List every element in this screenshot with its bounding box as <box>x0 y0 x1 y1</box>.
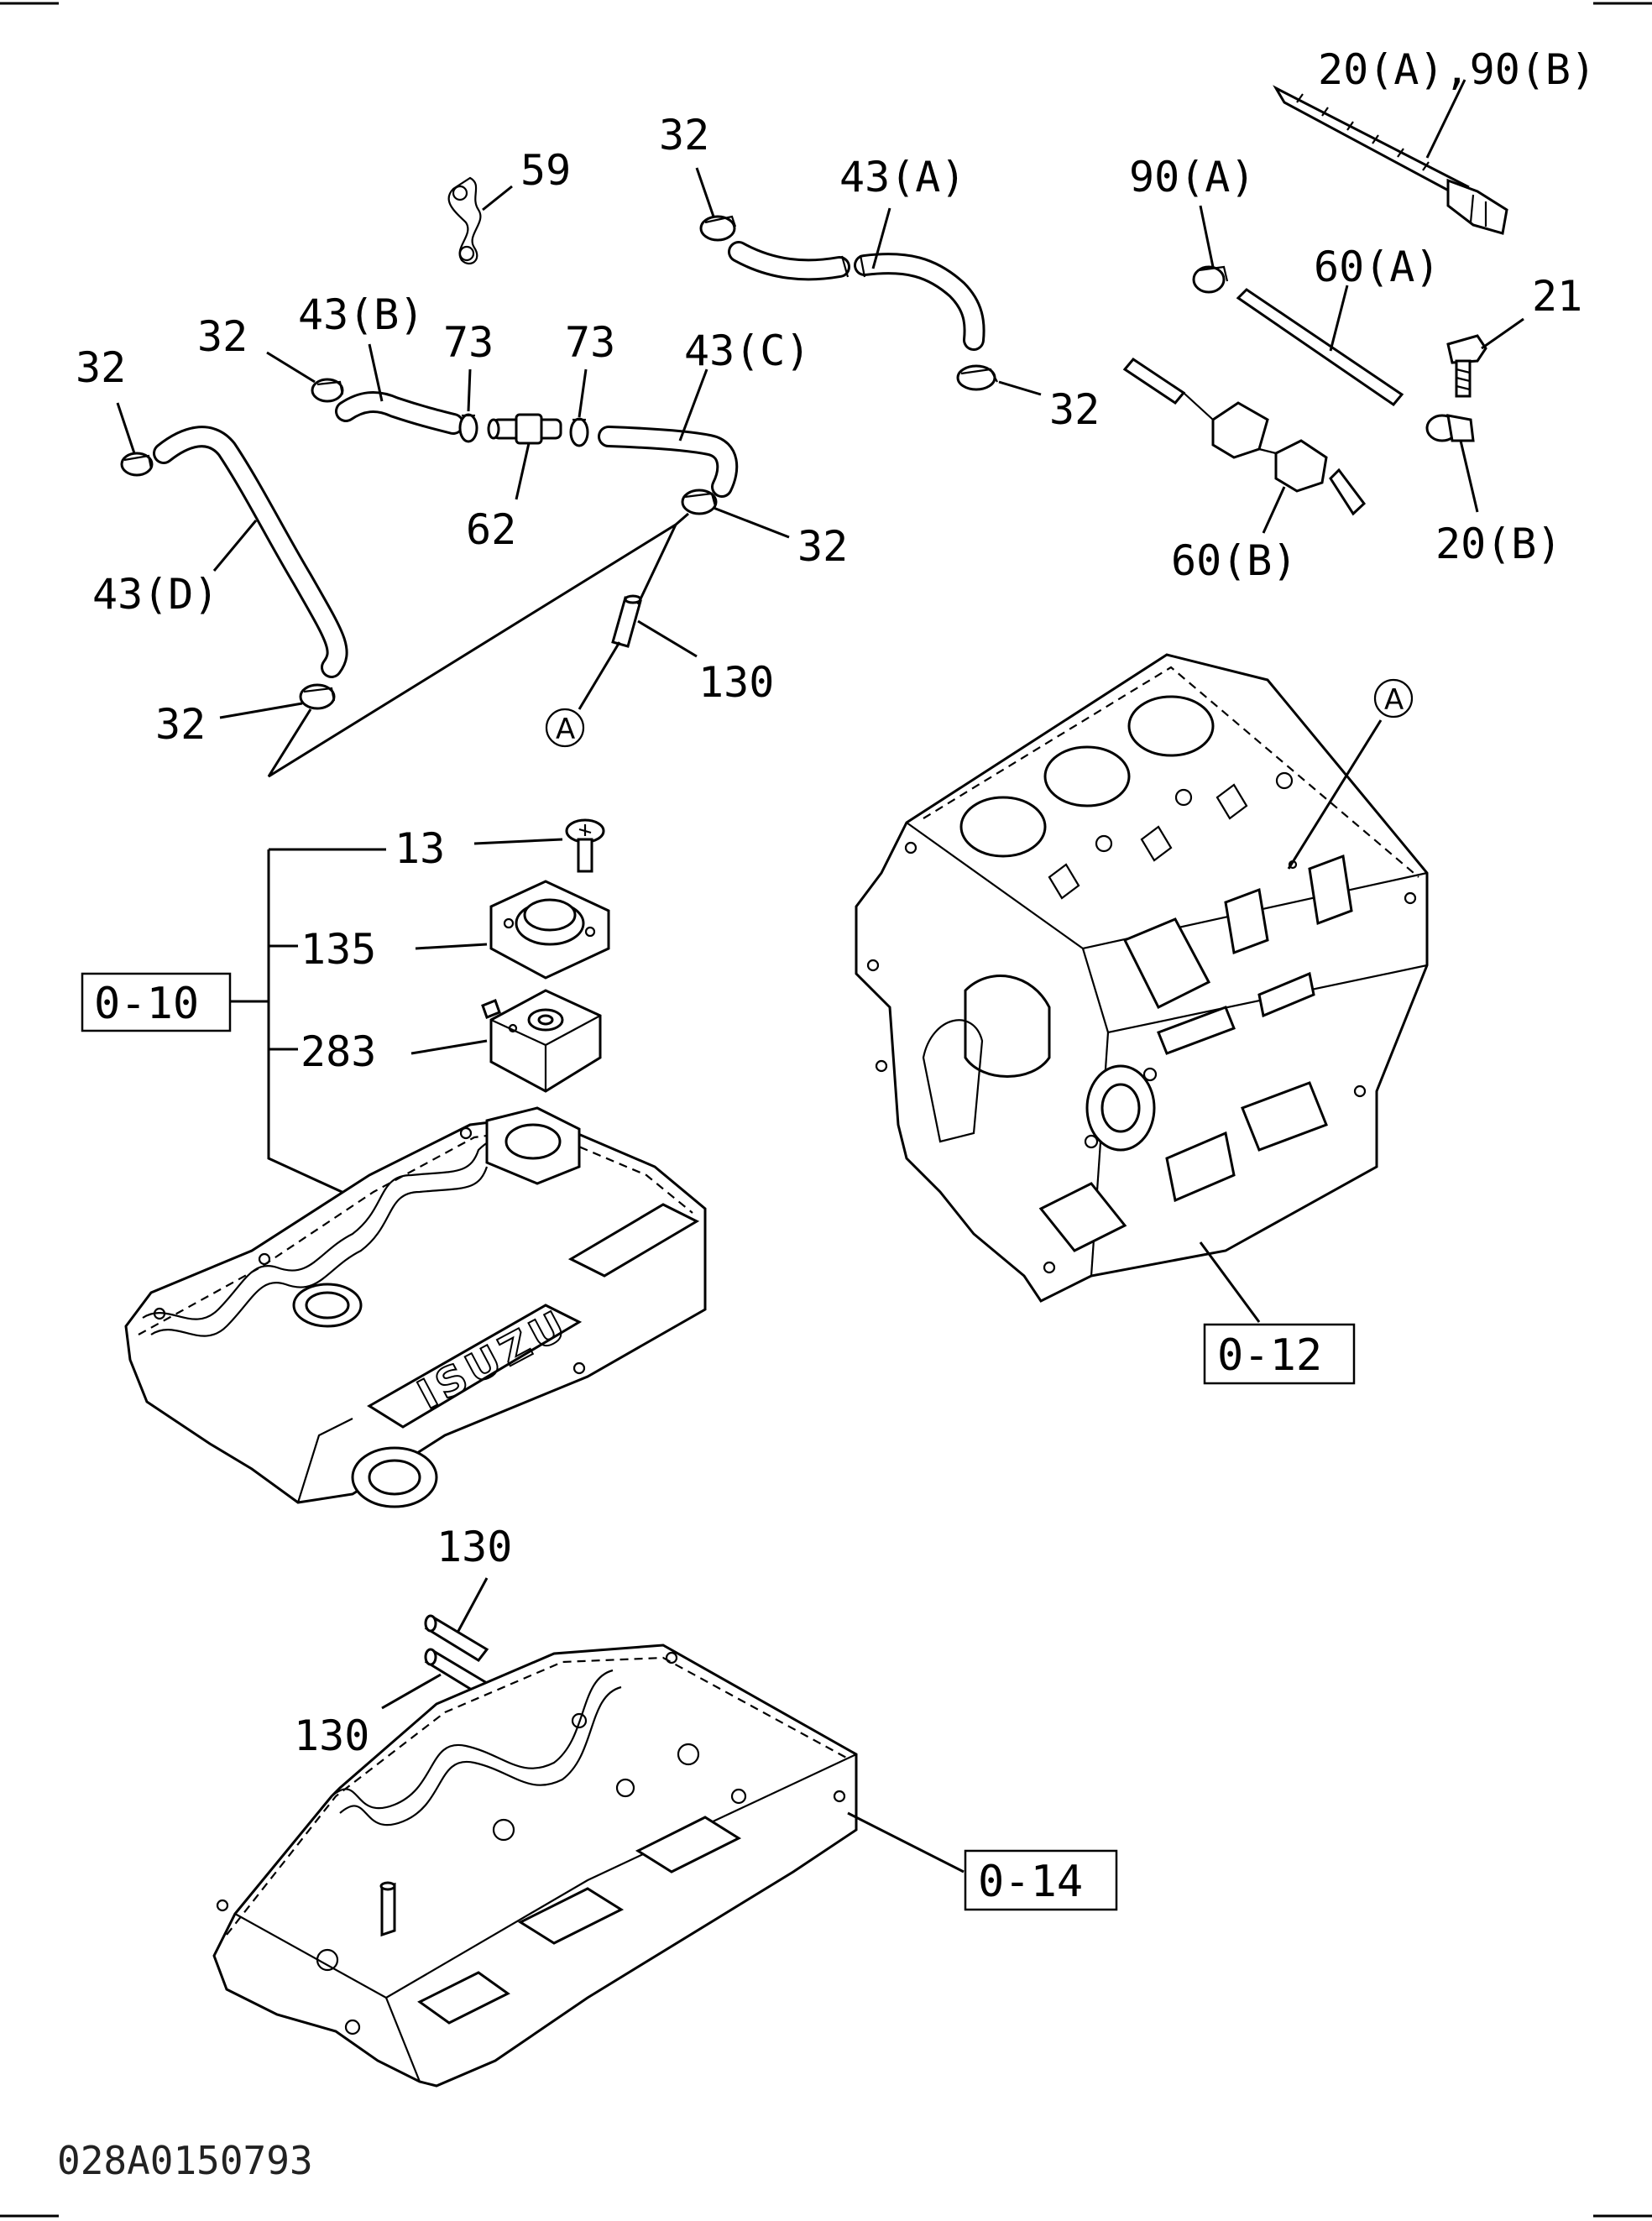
label-130-top: 130 <box>698 658 774 707</box>
cylinder-block-part[interactable] <box>855 653 1429 1303</box>
clip-20b-part[interactable] <box>1425 414 1475 442</box>
circle-a-right: A <box>1384 683 1404 717</box>
label-20b: 20(B) <box>1435 520 1562 568</box>
label-73a: 73 <box>443 318 494 367</box>
lower-head-part[interactable] <box>212 1644 858 2088</box>
bolt-21-part[interactable] <box>1446 334 1487 398</box>
clamp-32-left-part[interactable] <box>120 452 154 477</box>
clamp-73b-part[interactable] <box>569 417 589 447</box>
label-43d: 43(D) <box>92 570 219 619</box>
label-43a: 43(A) <box>839 153 966 201</box>
bracket-0-10 <box>231 848 386 1206</box>
label-135: 135 <box>301 925 376 974</box>
hose-43a-part[interactable] <box>728 241 985 351</box>
label-32-mid: 32 <box>797 522 848 571</box>
block-283-part[interactable] <box>481 989 602 1093</box>
clamp-73a-part[interactable] <box>458 413 478 443</box>
label-130-low-a: 130 <box>437 1523 512 1571</box>
hose-43c-part[interactable] <box>598 426 739 498</box>
hose-43b-part[interactable] <box>335 391 464 435</box>
ref-0-12: 0-12 <box>1217 1330 1322 1381</box>
ref-0-14-box[interactable]: 0-14 <box>964 1849 1118 1911</box>
cable-tie-part[interactable] <box>1273 85 1508 235</box>
ref-0-10-box[interactable]: 0-10 <box>81 972 232 1032</box>
label-32-left2: 32 <box>197 312 248 361</box>
clamp-32-left2-part[interactable] <box>311 378 344 403</box>
ref-0-14: 0-14 <box>978 1857 1083 1907</box>
label-32-top: 32 <box>659 111 709 159</box>
label-32-left: 32 <box>76 343 126 392</box>
head-cover-part[interactable]: ISUZU <box>124 1106 707 1508</box>
clamp-32-bottom-part[interactable] <box>299 683 336 710</box>
label-60a: 60(A) <box>1314 243 1440 291</box>
connector-62-part[interactable] <box>487 413 562 445</box>
dowel-130-top-part[interactable] <box>611 594 642 648</box>
rod-60b-part[interactable] <box>1122 358 1367 516</box>
label-60b: 60(B) <box>1171 536 1298 585</box>
circle-a-left: A <box>556 713 575 746</box>
clamp-90a-part[interactable] <box>1192 265 1229 294</box>
label-43c: 43(C) <box>684 327 811 375</box>
clip-59-part[interactable] <box>447 176 482 265</box>
label-32-right-a: 32 <box>1049 385 1100 434</box>
ref-0-12-box[interactable]: 0-12 <box>1203 1323 1356 1385</box>
label-21: 21 <box>1532 272 1582 321</box>
dowel-130-a-part[interactable] <box>424 1614 489 1662</box>
screw-13-part[interactable] <box>565 818 605 873</box>
rod-60a-part[interactable] <box>1236 288 1404 407</box>
ref-0-10: 0-10 <box>94 979 199 1029</box>
label-62: 62 <box>466 505 516 554</box>
cover-135-part[interactable] <box>489 880 610 980</box>
clamp-32-mid-part[interactable] <box>681 489 718 515</box>
label-59: 59 <box>520 146 571 195</box>
clamp-32-right-part[interactable] <box>956 364 998 391</box>
drawing-code: 028A0150793 <box>57 2138 313 2183</box>
label-43b: 43(B) <box>298 290 425 339</box>
label-73b: 73 <box>565 318 615 367</box>
label-130-low-b: 130 <box>294 1711 369 1760</box>
clamp-32-top-part[interactable] <box>699 215 737 242</box>
label-13: 13 <box>395 824 445 873</box>
label-283: 283 <box>301 1027 376 1076</box>
label-20a-90b: 20(A),90(B) <box>1318 45 1596 94</box>
label-90a: 90(A) <box>1129 153 1256 201</box>
hose-43d-part[interactable] <box>153 426 348 678</box>
label-32-bottom: 32 <box>155 700 206 749</box>
